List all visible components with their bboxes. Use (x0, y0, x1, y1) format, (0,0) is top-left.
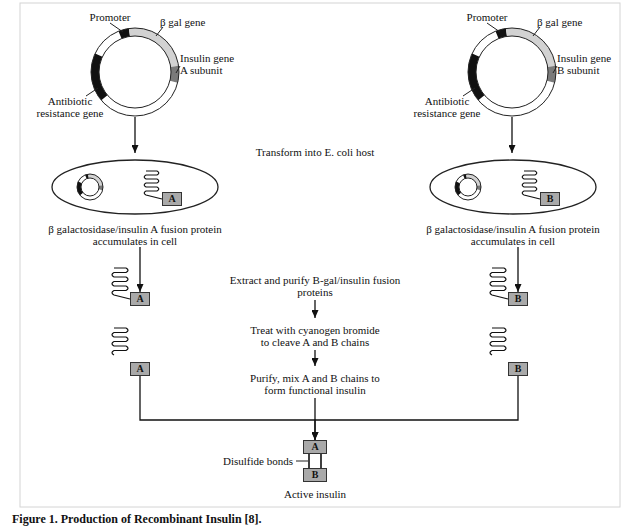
cell-membrane (430, 160, 596, 214)
text-label: Promoter (455, 11, 519, 23)
text-label: β gal gene (537, 16, 607, 28)
chain-box: B (508, 292, 528, 306)
text-label: Antibiotic resistance gene (407, 95, 487, 119)
text-label: Active insulin (255, 488, 375, 500)
plasmid-ring (457, 176, 479, 198)
text-label: β gal gene (160, 16, 230, 28)
flow-arrow (511, 117, 512, 153)
leader-line (110, 23, 123, 32)
text-label: Transform into E. coli host (215, 146, 415, 158)
cell-outline (50, 158, 220, 216)
chain-letter: B (509, 363, 527, 375)
plasmid-small (77, 174, 103, 200)
cell-caption: β galactosidase/insulin A fusion protein… (40, 223, 230, 247)
peptide-chain (112, 328, 128, 355)
text-label: Treat with cyanogen bromide to cleave A … (245, 324, 385, 348)
chain-letter: B (509, 293, 527, 305)
leader-line (487, 23, 500, 32)
cell-outline (428, 158, 598, 216)
peptide-chain (490, 268, 508, 299)
bacterial-cell: β galactosidase/insulin A fusion protein… (50, 158, 220, 247)
figure-border (20, 3, 620, 507)
text-label: Disulfide bonds (205, 455, 293, 467)
text-label: Extract and purify B-gal/insulin fusion … (227, 274, 403, 298)
plasmid-outline (476, 36, 548, 108)
gene-segment (174, 66, 175, 81)
disulfide-bond (309, 454, 321, 468)
cell-caption: β galactosidase/insulin A fusion protein… (418, 223, 608, 247)
chain-letter: B (541, 193, 559, 205)
plasmid-outline (99, 36, 171, 108)
leader-line (86, 88, 98, 96)
gene-segment (129, 32, 174, 66)
leader-line (176, 66, 180, 73)
peptide-chain (112, 268, 130, 299)
gene-segment (497, 32, 506, 35)
chain-letter: A (131, 293, 149, 305)
leader-line (156, 27, 163, 36)
chain-box: A (162, 192, 182, 206)
plasmid-right (468, 28, 556, 116)
chain-box: B (508, 362, 528, 376)
plasmid-ring (472, 32, 552, 112)
chain-box: B (303, 468, 327, 482)
leader-line (533, 27, 540, 36)
connector-arrow (517, 247, 518, 292)
chain-letter: B (304, 469, 326, 481)
gene-segment (506, 32, 551, 66)
figure-caption: Figure 1. Production of Recombinant Insu… (12, 512, 612, 526)
flow-arrow (134, 117, 135, 153)
text-label: Promoter (78, 11, 142, 23)
plasmid-outline (468, 28, 556, 116)
plasmid-outline (81, 178, 99, 196)
chain-box: B (540, 192, 560, 206)
leader-line (553, 66, 557, 73)
chain-box: A (130, 362, 150, 376)
plasmid-small (455, 174, 481, 200)
chain-letter: A (163, 193, 181, 205)
leader-line (296, 461, 308, 462)
plasmid-ring (95, 32, 175, 112)
gene-segment (120, 32, 129, 35)
peptide-chain (490, 328, 506, 355)
text-label: Insulin gene B subunit (557, 52, 619, 76)
leader-line (463, 88, 475, 96)
flow-arrow (314, 398, 315, 420)
plasmid-outline (77, 174, 103, 200)
plasmid-outline (455, 174, 481, 200)
cell-membrane (52, 160, 218, 214)
plasmid-left (91, 28, 179, 116)
chain-letter: A (304, 441, 326, 453)
plasmid-ring (79, 176, 101, 198)
chain-box: A (130, 292, 150, 306)
text-label: Purify, mix A and B chains to form funct… (240, 372, 390, 396)
connector-arrow (139, 247, 140, 292)
text-label: Insulin gene A subunit (180, 52, 242, 76)
plasmid-outline (91, 28, 179, 116)
peptide-chain (522, 171, 540, 199)
flow-arrow (314, 350, 315, 366)
peptide-chain (144, 171, 162, 199)
bacterial-cell: β galactosidase/insulin A fusion protein… (428, 158, 598, 247)
flow-arrow (314, 300, 315, 318)
plasmid-outline (459, 178, 477, 196)
chain-letter: A (131, 363, 149, 375)
text-label: Antibiotic resistance gene (30, 95, 110, 119)
chain-box: A (303, 440, 327, 454)
gene-segment (551, 66, 552, 81)
